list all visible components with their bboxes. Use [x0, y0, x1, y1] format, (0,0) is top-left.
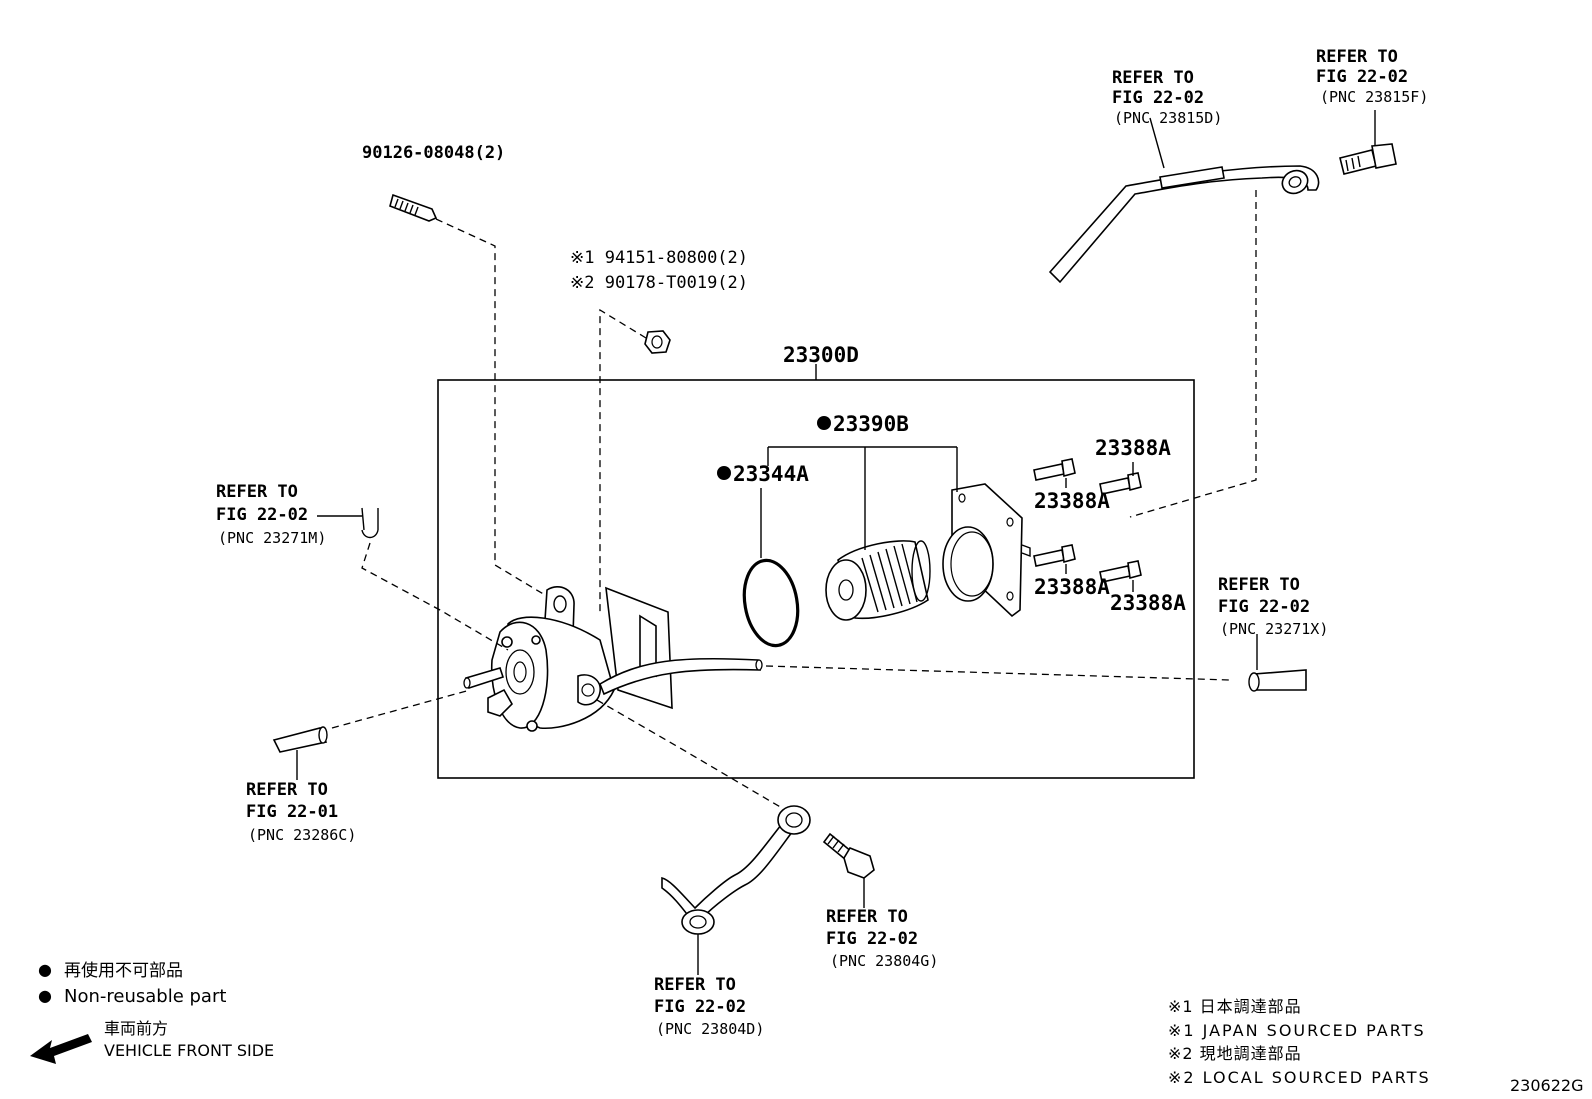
bolt-23388A-upper-right[interactable] — [1099, 472, 1142, 495]
vacuum-pipe-lower[interactable] — [661, 818, 797, 919]
ref-top-center-line2: FIG 22-02 — [1112, 88, 1204, 108]
stud-bolt-90126[interactable] — [389, 193, 438, 222]
ref-top-right-line3: (PNC 23815F) — [1320, 88, 1428, 106]
ref-top-center-line3: (PNC 23815D) — [1114, 109, 1222, 127]
legend-bullet-en: ● — [38, 986, 52, 1005]
note1-en: ※1 JAPAN SOURCED PARTS — [1168, 1021, 1426, 1040]
callout-note2-part[interactable]: ※2 90178-T0019(2) — [570, 273, 748, 293]
callout-23300D[interactable]: 23300D — [783, 343, 859, 367]
ref-bottom-pipe-line1: REFER TO — [654, 975, 736, 995]
o-ring-23344A[interactable] — [738, 556, 804, 650]
bolt-23388A-lower-left[interactable] — [1033, 544, 1076, 567]
banjo-fitting-upper[interactable] — [1279, 167, 1312, 198]
ref-top-right-line1: REFER TO — [1316, 47, 1398, 67]
callout-23388A-bottom[interactable]: 23388A — [1110, 591, 1186, 615]
ref-top-center-line1: REFER TO — [1112, 68, 1194, 88]
ref-bottom-left-line3: (PNC 23286C) — [248, 826, 356, 844]
bolt-23388A-lower-right[interactable] — [1099, 560, 1142, 583]
ref-bottom-bolt-line3: (PNC 23804G) — [830, 952, 938, 970]
note1-jp: ※1 日本調達部品 — [1168, 997, 1302, 1016]
ref-right-line2: FIG 22-02 — [1218, 597, 1310, 617]
callout-90126-08048[interactable]: 90126-08048(2) — [362, 143, 505, 163]
callout-23388A-top[interactable]: 23388A — [1095, 436, 1171, 460]
ref-right-line1: REFER TO — [1218, 575, 1300, 595]
hose-left[interactable] — [361, 507, 379, 539]
legend-front-en: VEHICLE FRONT SIDE — [104, 1041, 274, 1060]
filter-element-23390B[interactable] — [825, 540, 931, 621]
ref-left-line1: REFER TO — [216, 482, 298, 502]
vacuum-pump[interactable] — [463, 586, 673, 732]
legend-non-reusable-en: Non-reusable part — [64, 986, 226, 1007]
callout-23390B[interactable]: 23390B — [833, 412, 909, 436]
ref-left-line3: (PNC 23271M) — [218, 529, 326, 547]
front-arrow-icon — [30, 1034, 92, 1064]
figure-code: 230622G — [1510, 1076, 1583, 1095]
union-bolt-lower[interactable] — [822, 832, 875, 879]
ref-bottom-pipe-line3: (PNC 23804D) — [656, 1020, 764, 1038]
hose-right[interactable] — [1253, 669, 1307, 691]
callout-23388A-low[interactable]: 23388A — [1034, 575, 1110, 599]
ref-bottom-bolt-line2: FIG 22-02 — [826, 929, 918, 949]
filter-cover[interactable] — [942, 483, 1031, 618]
callout-note1-part[interactable]: ※1 94151-80800(2) — [570, 248, 748, 268]
nut-94151[interactable] — [644, 330, 671, 354]
ref-right-line3: (PNC 23271X) — [1220, 620, 1328, 638]
union-bolt-upper[interactable] — [1339, 143, 1397, 175]
hose-bottom-left[interactable] — [272, 727, 328, 753]
ref-left-line2: FIG 22-02 — [216, 505, 308, 525]
ref-top-right-line2: FIG 22-02 — [1316, 67, 1408, 87]
note2-jp: ※2 現地調達部品 — [1168, 1044, 1302, 1063]
ref-bottom-pipe-line2: FIG 22-02 — [654, 997, 746, 1017]
legend-front-jp: 車両前方 — [104, 1019, 168, 1038]
note2-en: ※2 LOCAL SOURCED PARTS — [1168, 1068, 1431, 1087]
ref-bottom-left-line2: FIG 22-01 — [246, 802, 338, 822]
ref-bottom-bolt-line1: REFER TO — [826, 907, 908, 927]
legend-non-reusable-jp: 再使用不可部品 — [64, 960, 183, 981]
legend-bullet-jp: ● — [38, 960, 52, 979]
ref-bottom-left-line1: REFER TO — [246, 780, 328, 800]
callout-23344A[interactable]: 23344A — [733, 462, 809, 486]
bolt-23388A-upper-left[interactable] — [1033, 458, 1076, 481]
callout-23388A-mid[interactable]: 23388A — [1034, 489, 1110, 513]
